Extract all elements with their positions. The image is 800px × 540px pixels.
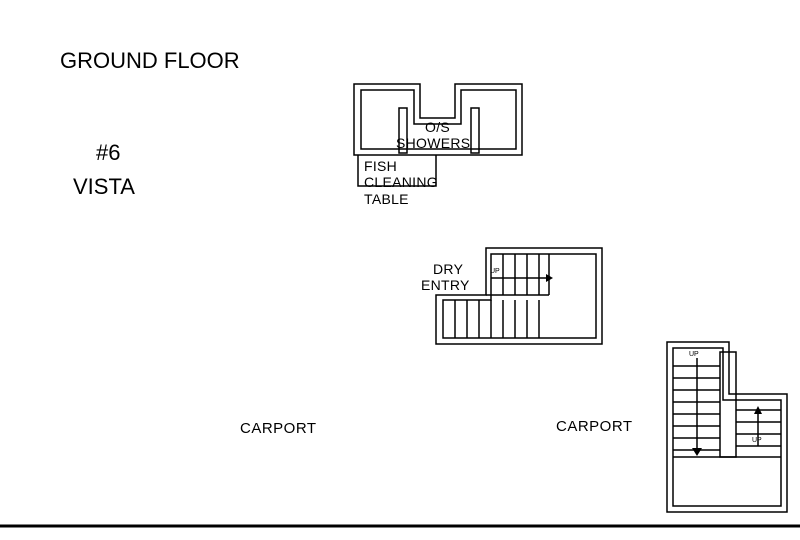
fish-label-line1: FISH [364, 158, 398, 174]
dry-entry-label-line1: DRY [433, 261, 464, 277]
showers-label-line1: O/S [425, 119, 451, 135]
floor-title: GROUND FLOOR [60, 48, 240, 73]
stair-up-label-right-main: UP [689, 351, 699, 358]
carport-left-label: CARPORT [240, 420, 317, 437]
stair-up-label-right-small: UP [752, 437, 762, 444]
unit-name: VISTA [73, 174, 135, 199]
dry-entry-label-line2: ENTRY [421, 277, 470, 293]
unit-number: #6 [96, 140, 121, 165]
showers-block [353, 83, 523, 156]
right-stair-block [666, 341, 788, 513]
stair-up-label-dry: UP [490, 268, 500, 275]
fish-label-line2: CLEANING [364, 174, 438, 190]
fish-cleaning-table [357, 155, 437, 187]
fish-label-line3: TABLE [364, 191, 409, 207]
showers-label-line2: SHOWERS [396, 135, 471, 151]
dry-entry-stair [435, 247, 603, 345]
carport-right-label: CARPORT [556, 418, 633, 435]
